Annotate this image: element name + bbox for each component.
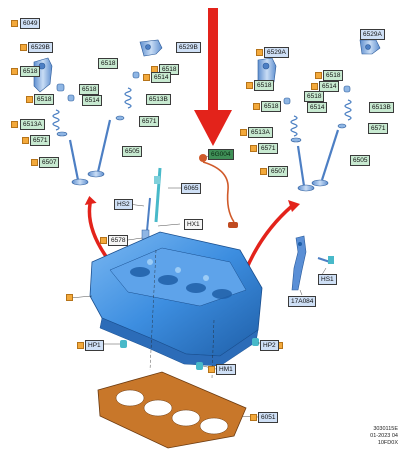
part-label-6514[interactable]: 6514 [319, 81, 340, 92]
part-label-6051[interactable]: 6051 [258, 412, 279, 423]
diagram-date: 01-2023 04 [370, 433, 398, 439]
diagram-variant: 10FD0X [377, 440, 398, 446]
part-label-6529b-left[interactable]: 6529B [28, 42, 53, 53]
left-valve-train [33, 39, 163, 186]
part-label-6571[interactable]: 6571 [139, 116, 160, 127]
part-label-6514[interactable]: 6514 [307, 102, 328, 113]
part-label-6518[interactable]: 6518 [323, 70, 344, 81]
part-label-6529a-right[interactable]: 6529A [360, 29, 385, 40]
part-label-6513b[interactable]: 6513B [146, 94, 171, 105]
part-label-6529a-left[interactable]: 6529A [264, 47, 289, 58]
part-label-hp2[interactable]: HP2 [260, 340, 279, 351]
bracket-part [291, 235, 334, 291]
part-label-6514[interactable]: 6514 [151, 72, 172, 83]
part-label-6065[interactable]: 6065 [181, 183, 202, 194]
cylinder-head [89, 231, 263, 367]
part-label-6507[interactable]: 6507 [39, 157, 60, 168]
injector-part [141, 167, 162, 243]
part-label-6518[interactable]: 6518 [20, 66, 41, 77]
part-label-6505[interactable]: 6505 [350, 155, 371, 166]
part-label-6513a[interactable]: 6513A [20, 119, 45, 130]
part-label-6571[interactable]: 6571 [258, 143, 279, 154]
head-gasket [97, 371, 247, 449]
part-label-6578[interactable]: 6578 [108, 235, 129, 246]
part-label-6518[interactable]: 6518 [79, 84, 100, 95]
part-label-6518[interactable]: 6518 [98, 58, 119, 69]
temperature-sensor [199, 154, 238, 228]
part-label-6518[interactable]: 6518 [254, 80, 275, 91]
orange-marker-icon [66, 294, 73, 301]
part-label-6529b-right[interactable]: 6529B [176, 42, 201, 53]
part-label-6571[interactable]: 6571 [30, 135, 51, 146]
part-label-6049[interactable]: 6049 [20, 18, 41, 29]
diagram-code: 3030115E [373, 426, 398, 432]
part-label-6507[interactable]: 6507 [268, 166, 289, 177]
part-label-6505[interactable]: 6505 [122, 146, 143, 157]
part-label-6518[interactable]: 6518 [304, 91, 325, 102]
part-label-hp1[interactable]: HP1 [85, 340, 104, 351]
part-label-6513a[interactable]: 6513A [248, 127, 273, 138]
part-label-6571[interactable]: 6571 [368, 123, 389, 134]
part-label-hs2[interactable]: HS2 [114, 199, 133, 210]
part-label-6514[interactable]: 6514 [82, 95, 103, 106]
part-label-hx1[interactable]: HX1 [184, 219, 203, 230]
part-label-17a084[interactable]: 17A084 [288, 296, 317, 307]
big-red-arrow-icon [194, 8, 232, 146]
part-label-hs1[interactable]: HS1 [318, 274, 337, 285]
part-label-hm1[interactable]: HM1 [216, 364, 236, 375]
part-label-6513b[interactable]: 6513B [369, 102, 394, 113]
part-label-6g004[interactable]: 6G004 [208, 149, 234, 160]
part-label-6518[interactable]: 6518 [261, 101, 282, 112]
part-label-6518[interactable]: 6518 [34, 94, 55, 105]
plug-parts [120, 338, 259, 370]
